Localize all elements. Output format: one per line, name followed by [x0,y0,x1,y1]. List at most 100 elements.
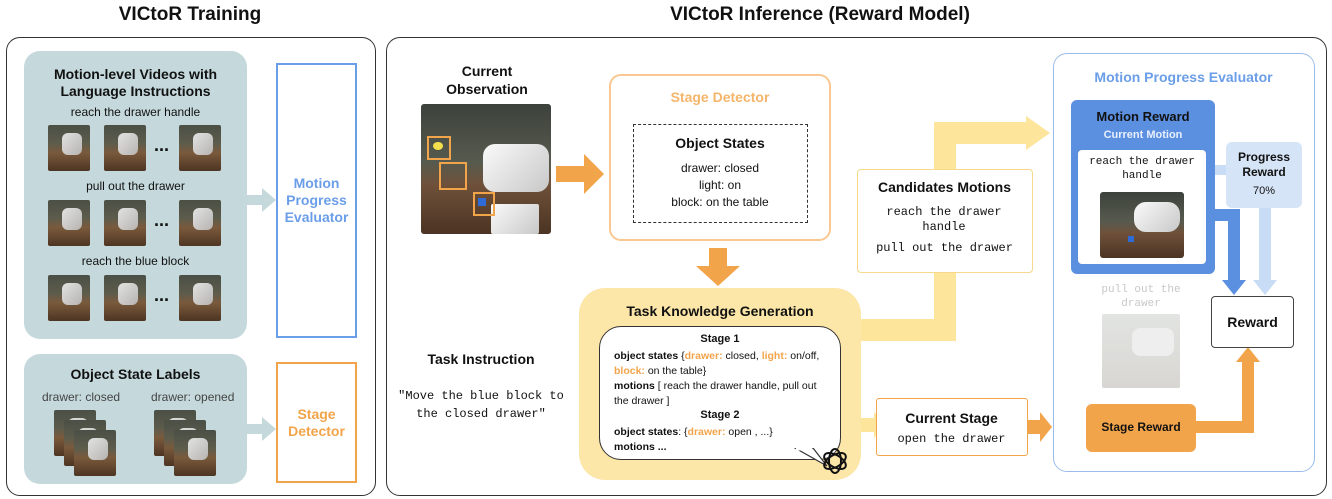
stage-to-evaluator-arrow [1028,412,1052,442]
inference-panel [386,37,1327,496]
training-arrow-evaluator [247,188,276,212]
video-frame [48,275,90,321]
video-frame [48,200,90,246]
current-stage-box: Current Stage open the drawer [876,398,1028,456]
stage1-light-key: light: [761,350,788,362]
ellipsis: ... [154,135,170,155]
obs-to-detector-arrow [556,154,604,194]
video-frame [179,275,221,321]
stage1-light-value: on/off, [787,350,820,362]
reward-label: Reward [1227,314,1278,330]
stage2-drawer-key: drawer: [687,426,726,438]
ellipsis: ... [154,210,170,230]
instruction-1: reach the drawer handle [70,105,201,119]
training-panel [6,37,376,496]
stage2-label: Stage 2 [700,409,740,421]
stage-reward-to-reward-arrow [1196,360,1254,433]
stage1-object-states-label: object states [614,350,679,362]
stage1-brace: { [678,350,685,362]
block-highlight [473,192,495,216]
task-instruction-label: Task Instruction [427,351,535,367]
switch-highlight [439,162,467,190]
stage2-drawer-value: open , ...} [725,426,773,438]
faded-robot [1132,328,1174,356]
observation-image [421,104,551,234]
state-block: block: on the table [671,195,769,209]
robot-arm [1134,202,1180,232]
candidate-motion-2: pull out the drawer [876,241,1013,255]
blue-block [1128,236,1134,242]
light-highlight [427,136,451,160]
motion-reward-title: Motion Reward [1096,109,1190,124]
state-light: light: on [698,178,742,192]
current-motion-text: reach the drawer handle [1089,156,1195,182]
mpe-box: Motion Progress Evaluator Motion Reward … [1053,53,1315,472]
training-evaluator-box: Motion Progress Evaluator [276,63,357,338]
stage2-motions: motions ... [614,441,667,453]
training-evaluator-label: Motion Progress Evaluator [284,175,349,225]
progress-reward-value: 70% [1252,185,1276,197]
bubble-tail [793,448,828,467]
stage1-content: object states {drawer: closed, light: on… [614,349,834,409]
light-object [433,142,443,150]
training-stage-detector-label: Stage Detector [288,406,345,439]
object-states-box: Object States drawer: closed light: on b… [633,124,808,223]
state-drawer: drawer: closed [680,161,760,175]
robot-arm [483,144,549,192]
current-motion-frame [1100,192,1184,258]
instruction-2: pull out the drawer [86,179,185,193]
stage1-block-value: on the table} [644,365,707,377]
video-frame [104,275,146,321]
progress-reward-box: Progress Reward 70% [1226,142,1302,208]
instruction-3: reach the blue block [81,254,190,268]
candidates-box: Candidates Motions reach the drawer hand… [857,169,1033,273]
training-arrow-stage [247,417,276,441]
state-labels-box: Object State Labels drawer: closed drawe… [24,354,247,484]
current-motion-card: reach the drawer handle [1078,150,1206,264]
tkg-box: Task Knowledge Generation Stage 1 object… [579,288,861,480]
tkg-speech-bubble: Stage 1 object states {drawer: closed, l… [599,326,841,460]
stage1-block-key: block: [614,365,645,377]
faded-motion-frame [1102,314,1180,388]
stage-detector-box: Stage Detector Object States drawer: clo… [609,74,831,241]
stage2-object-states-label: object states [614,426,679,438]
current-stage-value: open the drawer [897,432,1006,446]
blue-block [478,198,486,206]
video-frame [104,200,146,246]
tkg-to-candidates-arrow [860,272,956,341]
stage1-motions-label: motions [614,380,655,392]
video-frame [179,200,221,246]
stage1-label: Stage 1 [700,333,740,345]
ellipsis: ... [154,285,170,305]
video-frame [104,125,146,171]
motion-videos-box: Motion-level Videos with Language Instru… [24,51,247,339]
candidates-to-evaluator-arrow [934,122,1030,170]
motion-reward-box: Motion Reward Current Motion reach the d… [1071,100,1215,274]
training-stage-detector-box: Stage Detector [276,362,357,483]
stage1-drawer-key: drawer: [684,350,723,362]
candidate-motion-1: reach the drawer handle [886,205,1002,234]
stage-detector-title: Stage Detector [670,89,770,105]
drawer [491,204,539,234]
stage-reward-box: Stage Reward [1086,404,1196,452]
object-states-title: Object States [675,135,765,151]
video-frame [48,125,90,171]
state-labels-title: Object State Labels [70,366,201,382]
state-label-closed: drawer: closed [42,390,121,404]
stage1-drawer-value: closed, [722,350,762,362]
video-frame [179,125,221,171]
stage2-content: object states: {drawer: open , ...} moti… [614,425,834,455]
state-frame [174,430,216,476]
candidates-title: Candidates Motions [877,179,1011,195]
faded-motion-text: pull out the drawer [1101,284,1181,310]
state-label-opened: drawer: opened [151,390,235,404]
detector-to-tkg-arrow [696,248,740,286]
motion-videos-title: Motion-level Videos with Language Instru… [53,66,218,99]
motion-to-reward-arrow [1214,209,1240,282]
current-stage-title: Current Stage [905,410,998,426]
tkg-title: Task Knowledge Generation [626,303,814,319]
stage1-motions-value: [ reach the drawer handle, pull out the … [614,380,817,407]
progress-reward-title: Progress Reward [1237,150,1291,179]
current-motion-label: Current Motion [1103,129,1183,141]
